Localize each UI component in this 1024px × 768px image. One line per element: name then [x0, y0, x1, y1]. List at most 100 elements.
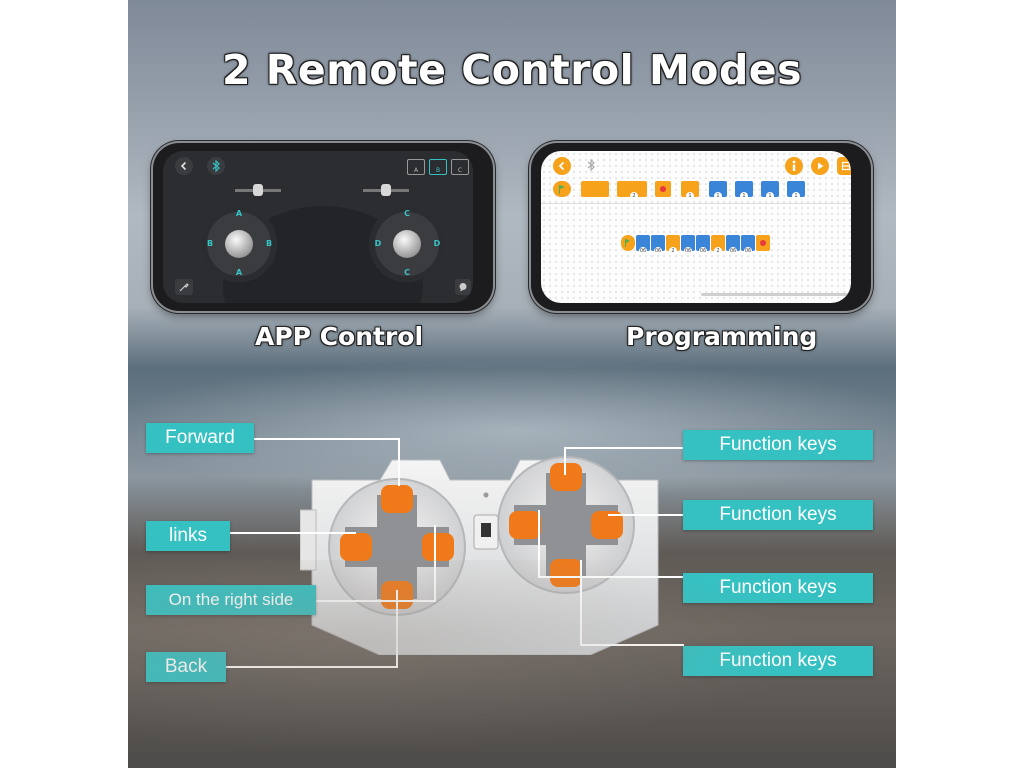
left-pad-center-knob[interactable]	[225, 230, 253, 258]
right-side-connector	[434, 525, 436, 602]
app-control-caption: APP Control	[255, 322, 424, 351]
turn-left-value: 1	[766, 192, 774, 200]
function-keys-label-3: Function keys	[683, 573, 873, 603]
start-flag-block[interactable]	[553, 181, 571, 197]
remote-control	[299, 455, 670, 656]
backward-value: 1	[740, 192, 748, 200]
seq-stop-block[interactable]	[756, 235, 770, 251]
seq-value: 06	[684, 247, 692, 255]
seq-value: 06	[639, 247, 647, 255]
info-icon[interactable]	[785, 157, 803, 175]
stop-block[interactable]	[655, 181, 671, 197]
right-pad-center-knob[interactable]	[393, 230, 421, 258]
seq-left-block[interactable]: 06	[696, 235, 710, 255]
mode-c-button[interactable]: C	[451, 159, 469, 175]
seq-forward-block[interactable]: 06	[636, 235, 650, 255]
forward-button[interactable]	[381, 485, 413, 513]
mode-a-label: A	[413, 167, 419, 174]
seq-wait-block[interactable]: 2	[711, 235, 725, 255]
function-keys-connector-4	[580, 560, 582, 646]
back-connector	[226, 666, 398, 668]
function-keys-connector-3	[538, 576, 684, 578]
mode-b-label: B	[435, 167, 441, 174]
left-direction-pad[interactable]: A A B B	[201, 206, 277, 282]
banner-title: 2 Remote Control Modes	[221, 46, 803, 94]
function-keys-label-1: Function keys	[683, 430, 873, 460]
right-pad-bottom-label: C	[404, 268, 410, 277]
left-pad-right-label: B	[265, 239, 273, 248]
forward-label: Forward	[146, 423, 254, 453]
left-button[interactable]	[340, 533, 372, 561]
bluetooth-icon[interactable]	[207, 157, 225, 175]
right-button[interactable]	[422, 533, 454, 561]
forward-connector	[254, 438, 399, 440]
function-keys-label-4: Function keys	[683, 646, 873, 676]
turn-left-block[interactable]: 1	[761, 181, 779, 200]
play-icon[interactable]	[811, 157, 829, 175]
left-pad-top-label: A	[235, 209, 243, 218]
back-icon[interactable]	[175, 157, 193, 175]
wait-block[interactable]: 1	[681, 181, 699, 200]
forward-value: 1	[714, 192, 722, 200]
mode-a-button[interactable]: A	[407, 159, 425, 175]
backward-block[interactable]: 1	[735, 181, 753, 200]
right-pad-left-label: D	[374, 239, 382, 248]
left-pad-left-label: B	[206, 239, 214, 248]
seq-value: 2	[714, 247, 722, 255]
seq-value: 06	[729, 247, 737, 255]
app-control-phone: A B C A A B B C C D D	[153, 143, 493, 311]
forward-connector	[398, 438, 400, 486]
seq-forward-block[interactable]: 06	[726, 235, 740, 255]
repeat-block[interactable]: 2	[617, 181, 647, 200]
left-pad-bottom-label: A	[235, 268, 243, 277]
function-key-4[interactable]	[550, 559, 582, 587]
seq-forward-block[interactable]: 06	[741, 235, 755, 255]
links-label: links	[146, 521, 230, 551]
tools-icon[interactable]	[175, 279, 193, 295]
app-control-screen: A B C A A B B C C D D	[163, 151, 473, 303]
product-banner: 2 Remote Control Modes A B C A A	[128, 0, 896, 768]
wait-value: 1	[686, 192, 694, 200]
right-side-label: On the right side	[146, 585, 316, 615]
back-button[interactable]	[381, 581, 413, 609]
back-label: Back	[146, 652, 226, 682]
right-direction-pad[interactable]: C C D D	[369, 206, 445, 282]
function-keys-label-2: Function keys	[683, 500, 873, 530]
seq-left-block[interactable]: 06	[681, 235, 695, 255]
chat-icon[interactable]	[455, 279, 471, 295]
function-keys-connector-1	[564, 447, 566, 475]
loop-block[interactable]	[581, 181, 609, 197]
phone-notch	[475, 183, 487, 269]
right-pad-top-label: C	[404, 209, 410, 218]
seq-value: 06	[699, 247, 707, 255]
left-slider-knob[interactable]	[253, 184, 263, 196]
back-connector	[396, 590, 398, 668]
right-slider-knob[interactable]	[381, 184, 391, 196]
seq-start-block[interactable]	[621, 235, 635, 251]
right-pad-right-label: D	[433, 239, 441, 248]
programming-phone: 2 1 1 1 1 1 06	[531, 143, 871, 311]
turn-right-value: 1	[792, 192, 800, 200]
function-key-1[interactable]	[550, 463, 582, 491]
seq-wait-block[interactable]: 2	[666, 235, 680, 255]
forward-block[interactable]: 1	[709, 181, 727, 200]
menu-icon[interactable]	[837, 157, 851, 175]
back-icon[interactable]	[553, 157, 571, 175]
left-speed-slider[interactable]	[235, 184, 281, 196]
turn-right-block[interactable]: 1	[787, 181, 805, 200]
palette-divider	[541, 203, 851, 204]
scrollbar[interactable]	[701, 293, 851, 296]
function-key-2[interactable]	[509, 511, 541, 539]
programming-caption: Programming	[626, 322, 818, 351]
right-side-connector	[316, 600, 436, 602]
function-keys-connector-4	[580, 644, 684, 646]
function-keys-connector-1	[564, 447, 684, 449]
links-connector	[230, 532, 356, 534]
right-speed-slider[interactable]	[363, 184, 409, 196]
mode-b-button[interactable]: B	[429, 159, 447, 175]
programming-screen: 2 1 1 1 1 1 06	[541, 151, 851, 303]
seq-value: 2	[669, 247, 677, 255]
bluetooth-icon[interactable]	[583, 157, 599, 173]
seq-forward-block[interactable]: 06	[651, 235, 665, 255]
mode-c-label: C	[457, 167, 463, 174]
